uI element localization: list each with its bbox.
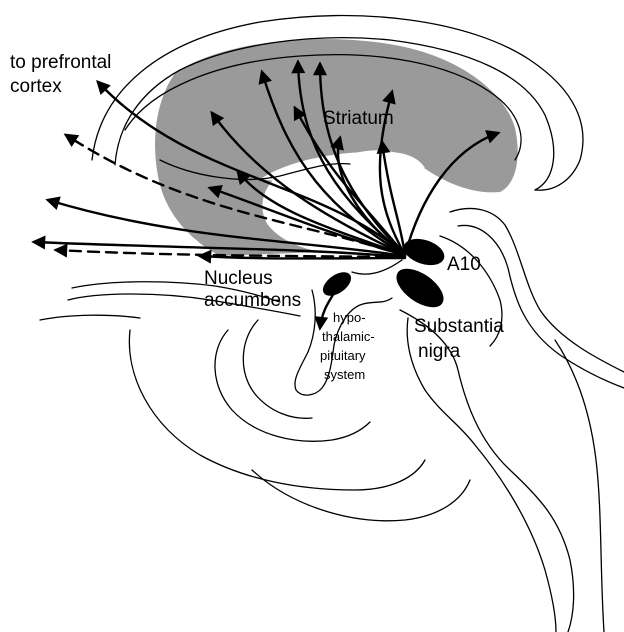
label-substantia-line1: Substantia [414,316,504,337]
hypothalamic-nucleus [319,267,356,300]
label-substantia-line2: nigra [418,341,461,362]
temporal-curve [129,330,425,490]
label-prefrontal-line1: to prefrontal [10,52,111,73]
hippocampus-inner [243,320,312,418]
brainstem-mid [458,225,624,388]
label-hypo-line2: thalamic- [322,329,375,344]
label-nucleus-line2: accumbens [204,290,301,311]
label-prefrontal-line2: cortex [10,76,62,97]
hypothalamus-back [352,260,402,274]
cerebellum-lower [252,470,470,521]
medulla-outline [555,340,604,632]
a10-nucleus [400,234,447,270]
striatum-region [155,39,518,256]
label-a10: A10 [447,254,481,275]
brainstem-anterior [450,208,624,372]
hippocampus-curve [215,330,370,441]
label-hypo-line1: hypo- [333,310,366,325]
substantia-nigra-nucleus [390,261,450,315]
label-striatum: Striatum [323,108,394,129]
anterior-cortex-line [40,315,140,320]
label-hypo-line3: pituitary [320,348,366,363]
label-hypo-line4: system [324,367,365,382]
tegmentum-outline [407,318,556,632]
label-nucleus-line1: Nucleus [204,268,273,289]
